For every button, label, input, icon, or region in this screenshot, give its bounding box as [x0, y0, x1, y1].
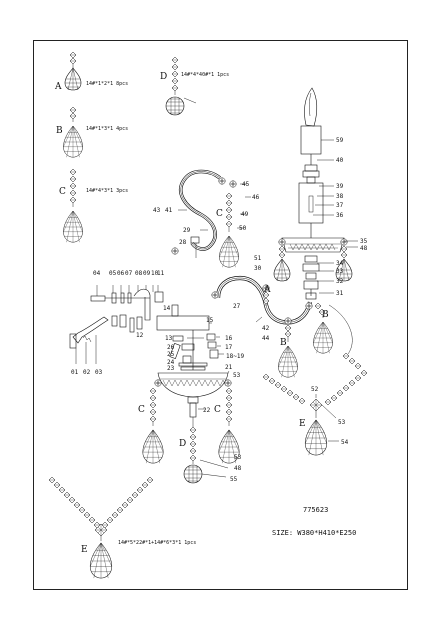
spec-c-text: 14#*4*3*1 3pcs [86, 188, 128, 194]
crystal-legend-a: A 14#*1*2*1 8pcs [54, 51, 128, 92]
part-38: 38 [336, 193, 344, 200]
part-12: 12 [136, 332, 144, 339]
spec-b-text: 14#*1*3*1 4pcs [86, 126, 128, 132]
letter-c: C [59, 187, 66, 197]
letter-e-right: E [299, 419, 306, 429]
part-53: 53 [338, 419, 346, 426]
part-36: 36 [336, 212, 344, 219]
letter-c-arm: C [216, 209, 223, 219]
upper-cup [273, 237, 358, 300]
letter-b-arm1: B [280, 338, 287, 348]
s-curve-arm: C [171, 169, 251, 268]
part-16: 16 [225, 335, 233, 342]
part-11: 11 [157, 270, 165, 277]
part-28: 28 [179, 239, 187, 246]
spec-e-text: 14#*5*22#*1+14#*6*3*1 1pcs [118, 540, 196, 546]
part-22: 22 [203, 407, 211, 414]
part-04: 04 [93, 270, 101, 277]
part-09: 09 [143, 270, 151, 277]
letter-d-bowl: D [179, 439, 186, 449]
spec-d-text: 14#*4*40#*1 1pcs [181, 72, 229, 78]
part-37: 37 [336, 202, 344, 209]
part-43: 43 [153, 207, 161, 214]
part-55: 55 [230, 476, 238, 483]
letter-b-arm2: B [322, 310, 329, 320]
part-51: 51 [254, 255, 262, 262]
part-34: 34 [336, 260, 344, 267]
lower-bowl [154, 370, 232, 428]
part-29: 29 [183, 227, 191, 234]
candle-assembly [298, 87, 334, 238]
part-30: 30 [254, 265, 262, 272]
part-42: 42 [262, 325, 270, 332]
part-41: 41 [165, 207, 173, 214]
part-03: 03 [95, 369, 103, 376]
part-23: 23 [167, 365, 175, 372]
part-15: 15 [206, 317, 214, 324]
part-08: 08 [135, 270, 143, 277]
part-02: 02 [83, 369, 91, 376]
crystal-legend-c: C 14#*4*3*1 3pcs [59, 168, 128, 243]
part-13: 13 [165, 335, 173, 342]
model-number: 775623 [303, 506, 328, 514]
main-arm: A B B [211, 275, 333, 378]
part-18-19: 18~19 [226, 353, 244, 360]
crystal-legend-b: B 14#*1*3*1 4pcs [56, 106, 128, 158]
part-45: 45 [242, 181, 250, 188]
part-44: 44 [262, 335, 270, 342]
drawing-border [33, 40, 408, 590]
part-48: 48 [360, 245, 368, 252]
letter-a-arm: A [263, 285, 271, 295]
part-59: 59 [336, 137, 344, 144]
letter-e: E [81, 545, 88, 555]
spec-a-text: 14#*1*2*1 8pcs [86, 81, 128, 87]
part-01: 01 [71, 369, 79, 376]
part-35: 35 [360, 238, 368, 245]
part-06: 06 [117, 270, 125, 277]
central-stem [169, 330, 224, 371]
part-25: 25 [167, 351, 175, 358]
letter-c-bowl-right: C [214, 405, 221, 415]
wall-bracket [69, 285, 212, 364]
crystal-chain-e-right: E [262, 304, 368, 456]
letter-b: B [56, 126, 63, 136]
part-33: 33 [336, 268, 344, 275]
part-63-top: 53 [233, 372, 241, 379]
part-32: 32 [336, 278, 344, 285]
part-49: 49 [241, 211, 249, 218]
letter-a: A [54, 82, 62, 92]
letter-d: D [160, 72, 167, 82]
crystal-legend-d: D 14#*4*40#*1 1pcs [160, 56, 229, 116]
crystal-legend-e: E 14#*5*22#*1+14#*6*3*1 1pcs [48, 476, 196, 579]
part-39: 39 [336, 183, 344, 190]
part-07: 07 [125, 270, 133, 277]
part-17: 17 [225, 344, 233, 351]
part-21: 21 [225, 364, 233, 371]
letter-c-bowl-left: C [138, 405, 145, 415]
part-number-labels: 59 40 39 38 37 36 35 48 34 33 32 31 51 3… [71, 137, 368, 483]
part-14: 14 [163, 305, 171, 312]
part-40: 40 [336, 157, 344, 164]
part-27: 27 [233, 303, 241, 310]
lower-hanging-crystals: C C D [138, 387, 240, 484]
part-31: 31 [336, 290, 344, 297]
part-47: 48 [234, 465, 242, 472]
part-05: 05 [109, 270, 117, 277]
part-26: 26 [167, 344, 175, 351]
part-46: 46 [252, 194, 260, 201]
size-label: SIZE: W380*H410*E250 [272, 529, 356, 537]
part-24: 24 [167, 359, 175, 366]
part-10: 10 [151, 270, 159, 277]
part-63-bottom: 53 [234, 454, 242, 461]
part-54: 54 [341, 439, 349, 446]
part-52: 52 [311, 386, 319, 393]
part-50: 50 [239, 225, 247, 232]
